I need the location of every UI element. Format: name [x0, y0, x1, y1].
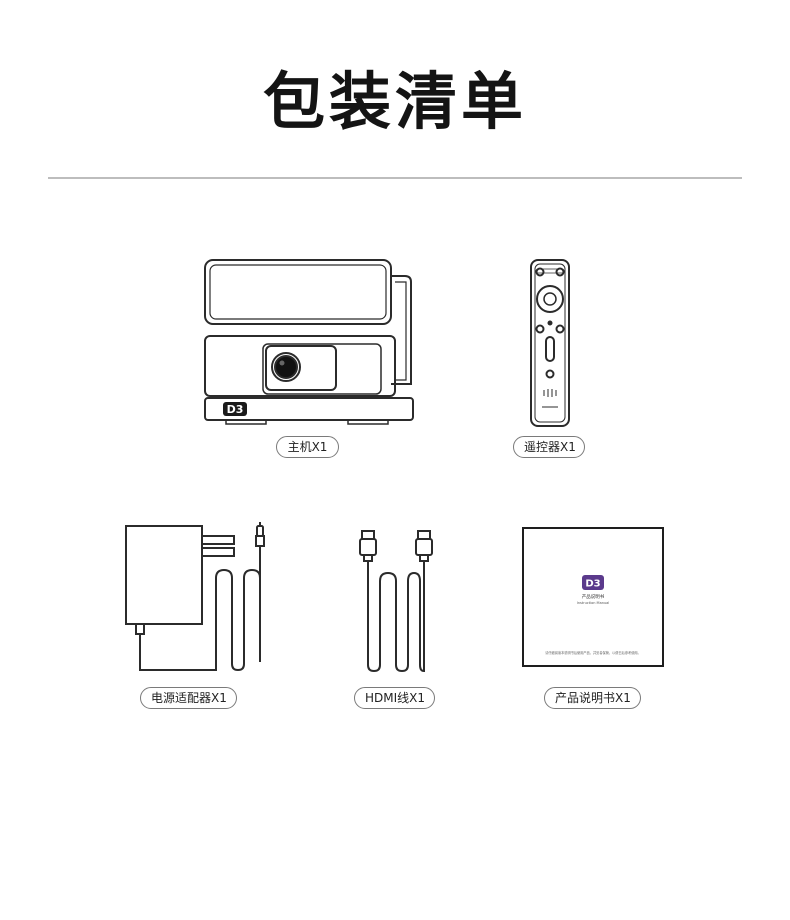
- svg-text:D3: D3: [227, 403, 244, 416]
- hdmi-cable-illustration: [358, 525, 438, 677]
- remote-control-illustration: [528, 257, 572, 429]
- projector-illustration: D3: [198, 252, 418, 430]
- manual-title-cn: 产品说明书: [582, 593, 605, 600]
- manual-brand-logo: D3: [585, 579, 600, 590]
- manual-logo-icon: D3: [582, 575, 604, 590]
- item-label-main-unit: 主机X1: [276, 436, 339, 458]
- title-divider: [48, 177, 742, 179]
- item-label-manual: 产品说明书X1: [544, 687, 641, 709]
- manual-title-en: Instruction Manual: [577, 601, 610, 605]
- brand-logo-icon: D3: [223, 402, 247, 416]
- power-adapter-illustration: [120, 522, 280, 682]
- item-label-power-adapter: 电源适配器X1: [140, 687, 237, 709]
- manual-illustration: D3 产品说明书 Instruction Manual 请仔细阅读本说明书后使用…: [522, 527, 664, 667]
- item-label-remote: 遥控器X1: [513, 436, 585, 458]
- item-label-hdmi-cable: HDMI线X1: [354, 687, 435, 709]
- manual-footer-text: 请仔细阅读本说明书后使用产品，并妥善保管，以便日后参考使用。: [545, 650, 641, 655]
- page-title: 包装清单: [262, 65, 527, 138]
